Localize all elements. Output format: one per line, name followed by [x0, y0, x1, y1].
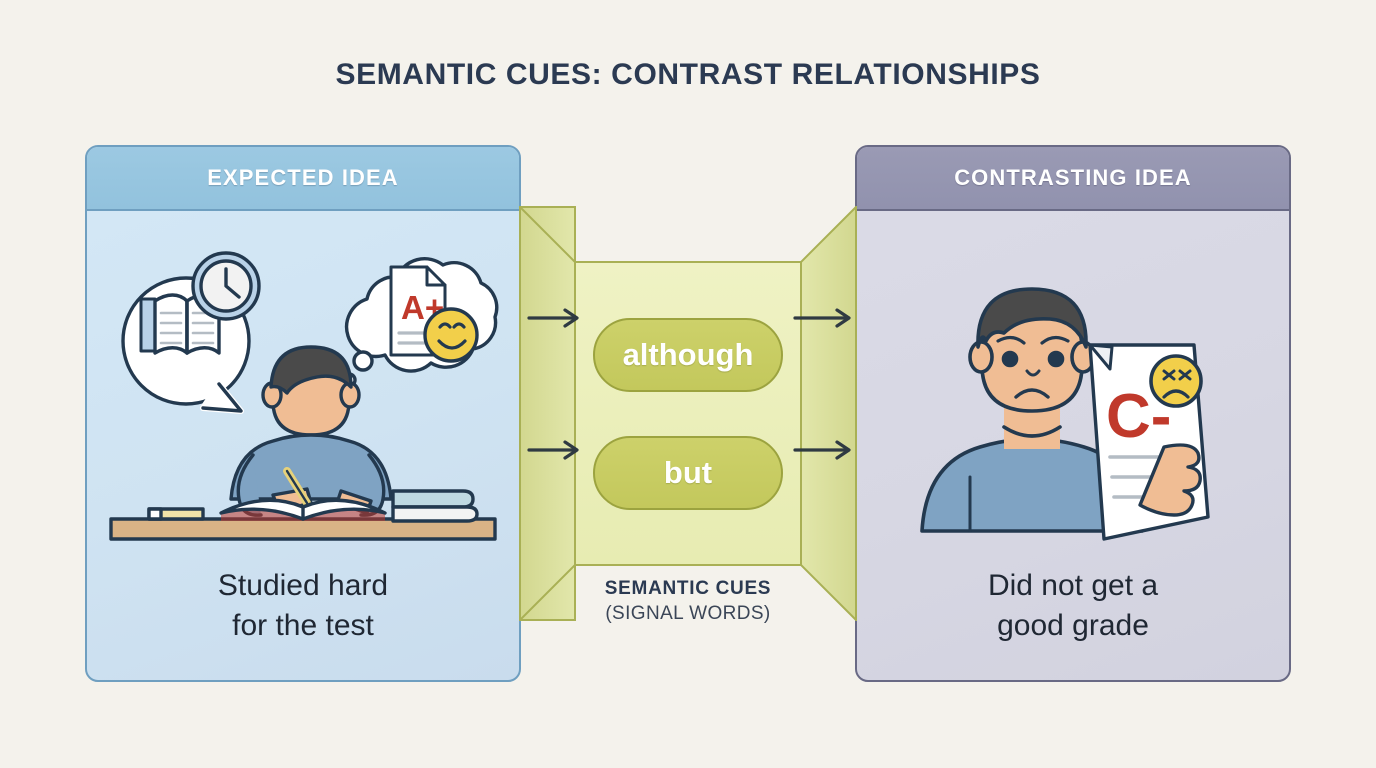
speech-bubble-icon	[121, 250, 261, 414]
panel-expected-caption: Studied hard for the test	[87, 566, 519, 680]
thought-bubble-icon: A+	[341, 256, 499, 388]
semantic-cues-band: although but	[519, 206, 857, 621]
desk-group	[109, 488, 497, 541]
semantic-cues-caption-sub: (SIGNAL WORDS)	[605, 603, 771, 624]
student-studying-svg: A+	[109, 250, 499, 541]
arrow-but-to-contrasting	[793, 437, 857, 468]
frowning-face-icon	[1149, 353, 1203, 408]
arrow-expected-to-although	[527, 305, 585, 336]
sad-student-svg: C-	[920, 286, 1210, 541]
panel-expected-header: EXPECTED IDEA	[87, 147, 519, 211]
panel-contrasting-caption-line2: good grade	[997, 609, 1149, 643]
panel-expected-caption-line2: for the test	[232, 609, 374, 643]
panel-contrasting-caption: Did not get a good grade	[857, 566, 1289, 680]
smiling-face-icon	[423, 306, 479, 363]
sad-student-with-test-illustration: C-	[857, 211, 1289, 566]
student-figure	[229, 344, 393, 517]
semantic-cues-caption-main: SEMANTIC CUES	[604, 578, 772, 599]
panel-contrasting-idea: CONTRASTING IDEA	[855, 145, 1291, 682]
panel-expected-caption-line1: Studied hard	[217, 569, 389, 603]
cue-pill-although[interactable]: although	[593, 317, 783, 392]
cue-pill-list: although but	[519, 206, 857, 621]
test-paper-icon: C-	[1088, 342, 1210, 541]
panel-contrasting-header: CONTRASTING IDEA	[857, 147, 1289, 211]
pencil-icon	[147, 506, 205, 521]
arrow-expected-to-but	[527, 437, 585, 468]
student-studying-illustration: A+	[87, 211, 519, 566]
cue-pill-but[interactable]: but	[593, 435, 783, 510]
hand-icon	[1138, 442, 1202, 517]
page-title: SEMANTIC CUES: CONTRAST RELATIONSHIPS	[335, 58, 1041, 91]
sad-face-features	[996, 335, 1070, 399]
book-stack-icon	[391, 488, 479, 523]
clock-icon	[191, 250, 261, 321]
panel-contrasting-caption-line1: Did not get a	[987, 569, 1159, 603]
arrow-although-to-contrasting	[793, 305, 857, 336]
semantic-cues-caption: SEMANTIC CUES (SIGNAL WORDS)	[519, 578, 857, 625]
panel-expected-idea: EXPECTED IDEA	[85, 145, 521, 682]
